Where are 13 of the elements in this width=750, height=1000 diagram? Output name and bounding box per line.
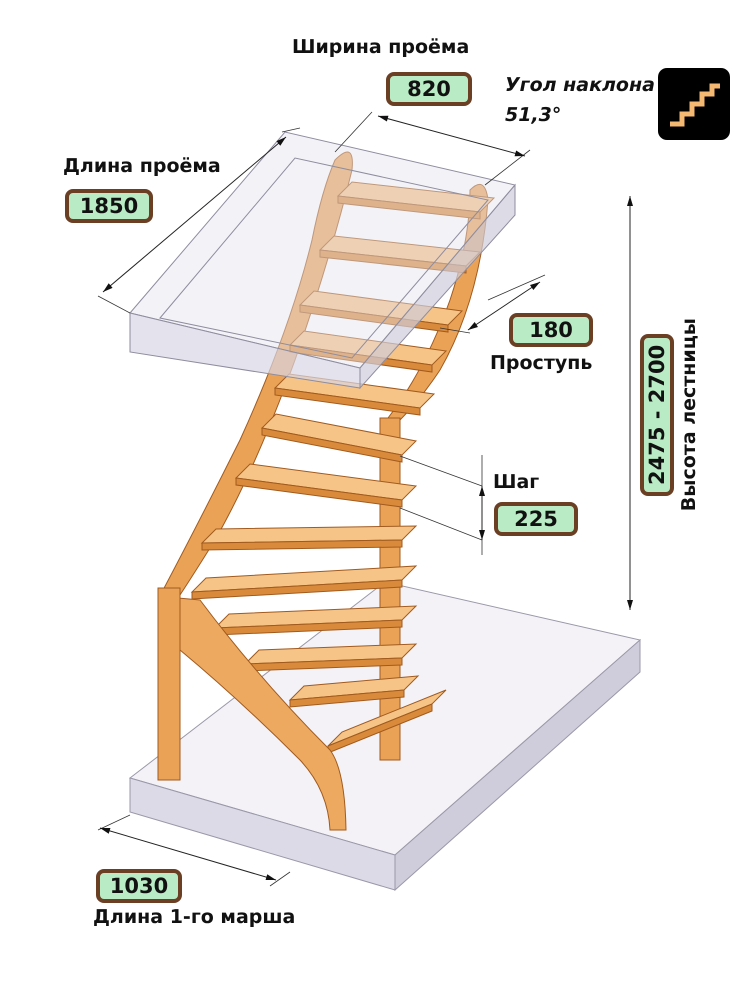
dimension-caption: Высота лестницы [678,318,700,512]
dimension-caption: Проступь [490,352,592,374]
dimension-value: 180 [509,313,593,347]
dimension-value: 820 [386,72,472,106]
dimension-value: 225 [494,502,578,536]
dimension-caption: Длина 1-го марша [93,906,296,928]
dimension-caption: Шаг [493,471,540,493]
dimension-value: 2475 - 2700 [640,334,674,496]
dimension-caption: Ширина проёма [292,36,470,58]
dimension-value: 1030 [96,869,182,903]
dimension-value: 1850 [65,189,153,223]
dimension-caption: Длина проёма [63,155,221,177]
slope-angle-note: Угол наклона 51,3° [505,73,655,128]
